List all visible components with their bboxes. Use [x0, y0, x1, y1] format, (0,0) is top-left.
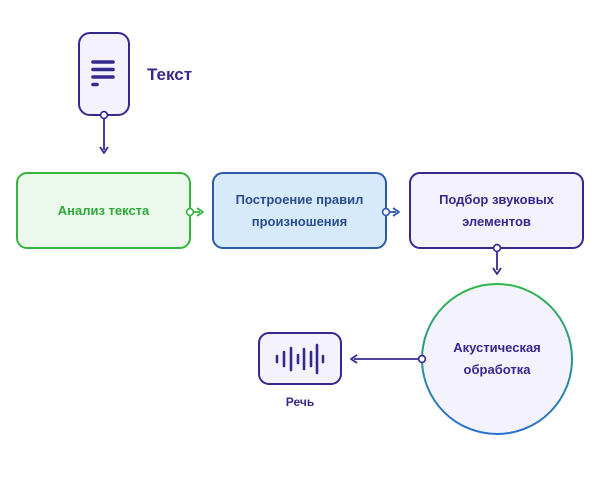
document-text-icon	[91, 60, 115, 87]
step-analysis-label: Анализ текста	[57, 202, 150, 218]
connector-selection-to-acoustic	[492, 243, 502, 275]
output-speech-node	[258, 332, 342, 385]
step-pronunciation-label: Построение правил произношения	[235, 191, 364, 229]
input-text-node	[78, 32, 130, 116]
step-selection-label: Подбор звуковых элементов	[439, 191, 554, 229]
input-label: Текст	[147, 65, 193, 84]
connector-analysis-to-pronunciation	[185, 207, 204, 217]
connector-acoustic-to-speech	[350, 354, 427, 364]
output-label: Речь	[285, 395, 315, 409]
sound-wave-icon	[275, 343, 325, 375]
connector-input-to-analysis	[99, 110, 109, 154]
connector-pronunciation-to-selection	[381, 207, 400, 217]
step-acoustic-label: Акустическая обработка	[453, 340, 541, 377]
